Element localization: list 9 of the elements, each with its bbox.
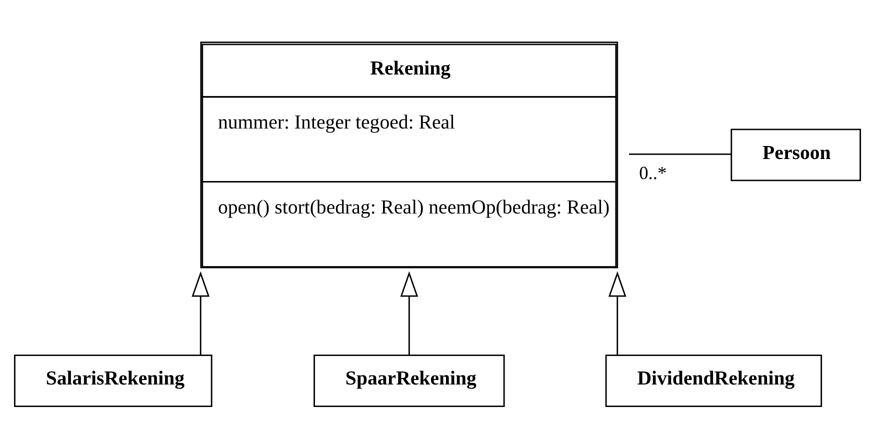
edge-label: 0..* (639, 163, 667, 184)
arrow (608, 271, 626, 355)
node-box: SalarisRekening (14, 354, 212, 408)
node-box: SpaarRekening (314, 354, 505, 408)
node-box: DividendRekening (605, 354, 822, 408)
node-box: Persoon (730, 128, 861, 182)
arrow (192, 271, 210, 355)
connector (629, 154, 732, 155)
arrow (400, 271, 418, 355)
